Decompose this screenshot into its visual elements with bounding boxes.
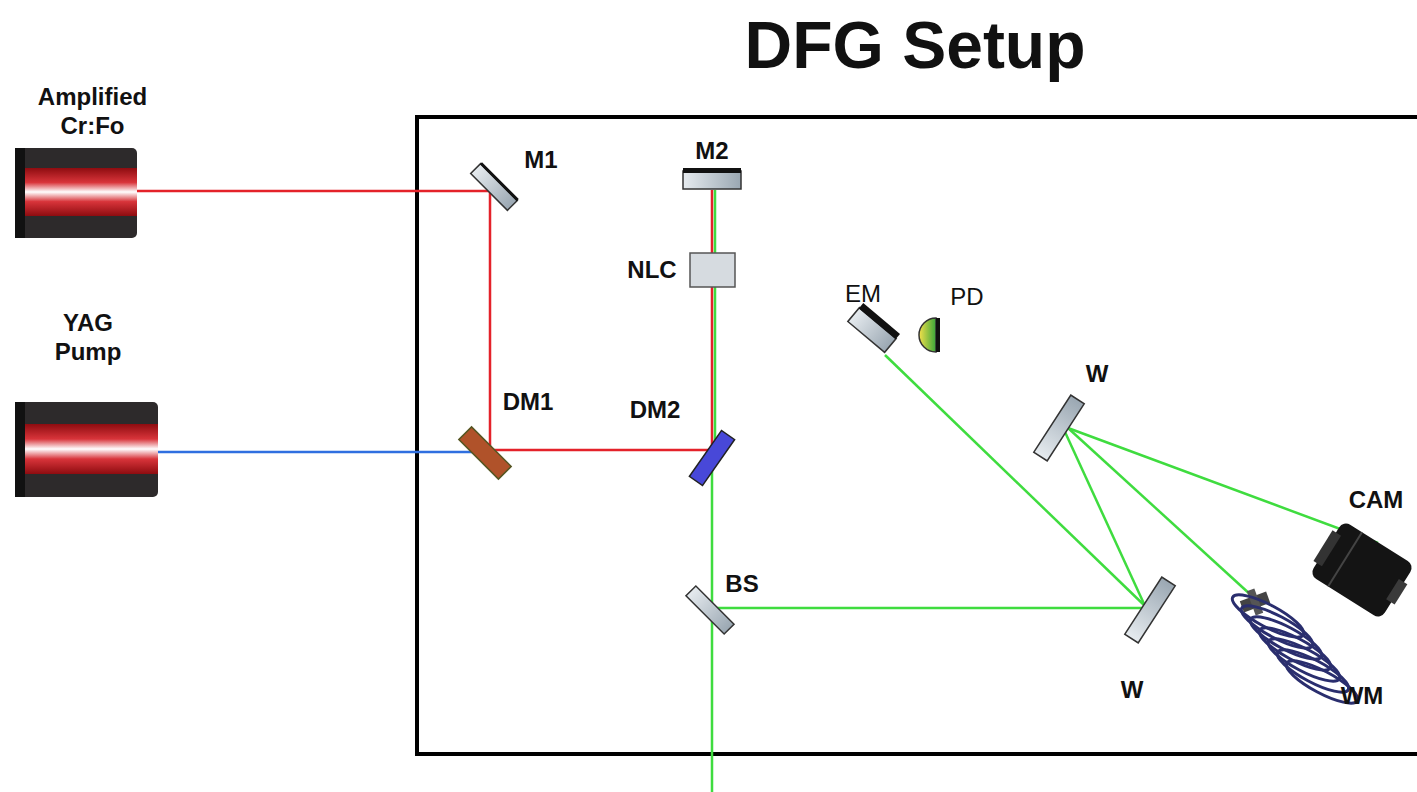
laser-source: YAG Pump xyxy=(8,308,168,458)
window-label: W xyxy=(1086,360,1109,388)
detector-label: PD xyxy=(950,283,983,311)
laser-source: Amplified Cr:Fo xyxy=(10,82,175,232)
enclosure xyxy=(417,117,1417,754)
optics xyxy=(459,162,1175,643)
mirror-label: M1 xyxy=(524,146,557,174)
mirror-label: EM xyxy=(845,280,881,308)
diagram-title: DFG Setup xyxy=(745,7,1086,83)
crystal-label: NLC xyxy=(627,256,676,284)
dichroic-label: DM1 xyxy=(503,388,554,416)
splitter-label: BS xyxy=(725,570,758,598)
beams xyxy=(137,190,1378,792)
laser-label: YAG Pump xyxy=(38,308,138,366)
wavemeter-label: WM xyxy=(1341,682,1384,710)
dichroic-label: DM2 xyxy=(630,396,681,424)
laser-label: Amplified Cr:Fo xyxy=(18,82,168,140)
laser-heads xyxy=(15,148,158,497)
window-label: W xyxy=(1121,676,1144,704)
camera-label: CAM xyxy=(1349,486,1404,514)
camera xyxy=(1306,518,1417,621)
mirror-label: M2 xyxy=(695,137,728,165)
